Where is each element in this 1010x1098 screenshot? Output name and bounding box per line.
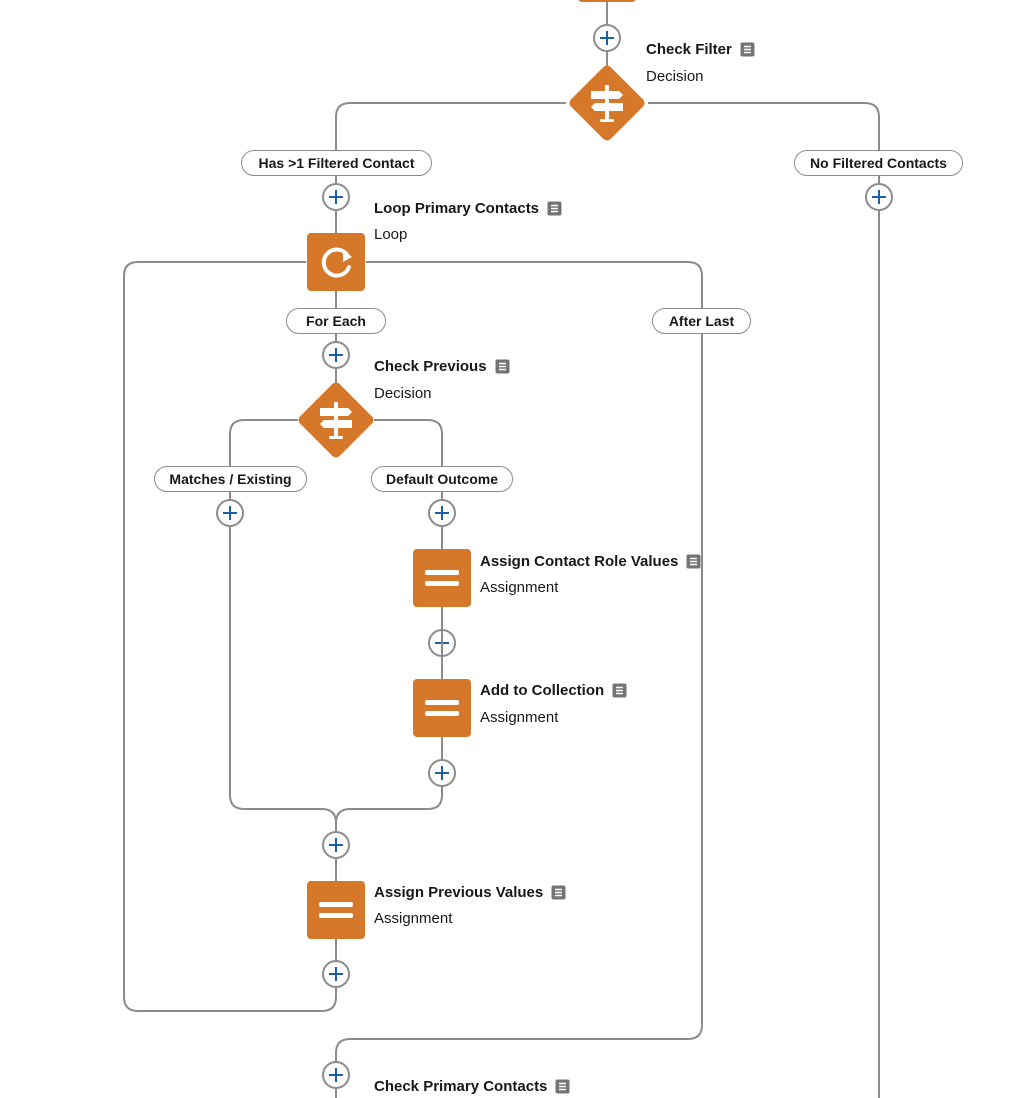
previous-element-node[interactable] (578, 0, 636, 2)
add-element-button[interactable] (321, 830, 351, 860)
node-type-label: Assignment (480, 579, 559, 596)
node-type-label: Assignment (374, 910, 453, 927)
node-title-check-filter[interactable]: Check Filter (646, 41, 755, 58)
node-title-assign-previous[interactable]: Assign Previous Values (374, 884, 566, 901)
add-element-button[interactable] (864, 182, 894, 212)
description-icon[interactable] (495, 359, 510, 374)
node-type-label: Loop (374, 226, 408, 243)
loop-node-primary-contacts[interactable] (307, 233, 365, 291)
signpost-icon (591, 85, 623, 122)
node-title-text: Assign Contact Role Values (480, 553, 679, 570)
description-icon[interactable] (740, 42, 755, 57)
equals-icon (425, 570, 459, 586)
node-title-text: Loop Primary Contacts (374, 200, 540, 217)
node-type-label: Decision (374, 385, 432, 402)
node-type-label: Decision (646, 68, 704, 85)
add-element-button[interactable] (321, 182, 351, 212)
add-element-button[interactable] (215, 498, 245, 528)
node-title-loop-primary[interactable]: Loop Primary Contacts (374, 200, 562, 217)
node-title-text: Check Primary Contacts (374, 1078, 548, 1095)
decision-node-check-previous[interactable] (296, 380, 376, 460)
assignment-node-add-collection[interactable] (413, 679, 471, 737)
node-title-check-previous[interactable]: Check Previous (374, 358, 510, 375)
add-element-button[interactable] (321, 959, 351, 989)
node-title-check-primary[interactable]: Check Primary Contacts (374, 1078, 570, 1095)
node-title-text: Add to Collection (480, 682, 605, 699)
equals-icon (425, 700, 459, 716)
assignment-node-previous-values[interactable] (307, 881, 365, 939)
decision-node-check-filter[interactable] (567, 63, 647, 143)
node-title-text: Check Filter (646, 41, 732, 58)
node-type-label: Assignment (480, 709, 559, 726)
description-icon[interactable] (686, 554, 701, 569)
node-title-text: Assign Previous Values (374, 884, 544, 901)
node-title-assign-role[interactable]: Assign Contact Role Values (480, 553, 701, 570)
loop-icon (321, 247, 351, 278)
assignment-node-contact-role[interactable] (413, 549, 471, 607)
path-label-after-last[interactable]: After Last (652, 308, 751, 334)
node-title-add-collection[interactable]: Add to Collection (480, 682, 627, 699)
path-label-no-filtered[interactable]: No Filtered Contacts (794, 150, 963, 176)
add-element-button[interactable] (321, 340, 351, 370)
description-icon[interactable] (547, 201, 562, 216)
description-icon[interactable] (612, 683, 627, 698)
equals-icon (319, 902, 353, 918)
path-label-has-filtered[interactable]: Has >1 Filtered Contact (241, 150, 432, 176)
add-element-button[interactable] (592, 23, 622, 53)
add-element-button[interactable] (427, 758, 457, 788)
add-element-button[interactable] (321, 1060, 351, 1090)
description-icon[interactable] (555, 1079, 570, 1094)
add-element-button[interactable] (427, 498, 457, 528)
signpost-icon (320, 402, 352, 439)
path-label-matches[interactable]: Matches / Existing (154, 466, 307, 492)
path-label-default-outcome[interactable]: Default Outcome (371, 466, 513, 492)
description-icon[interactable] (551, 885, 566, 900)
path-label-for-each[interactable]: For Each (286, 308, 386, 334)
node-title-text: Check Previous (374, 358, 487, 375)
